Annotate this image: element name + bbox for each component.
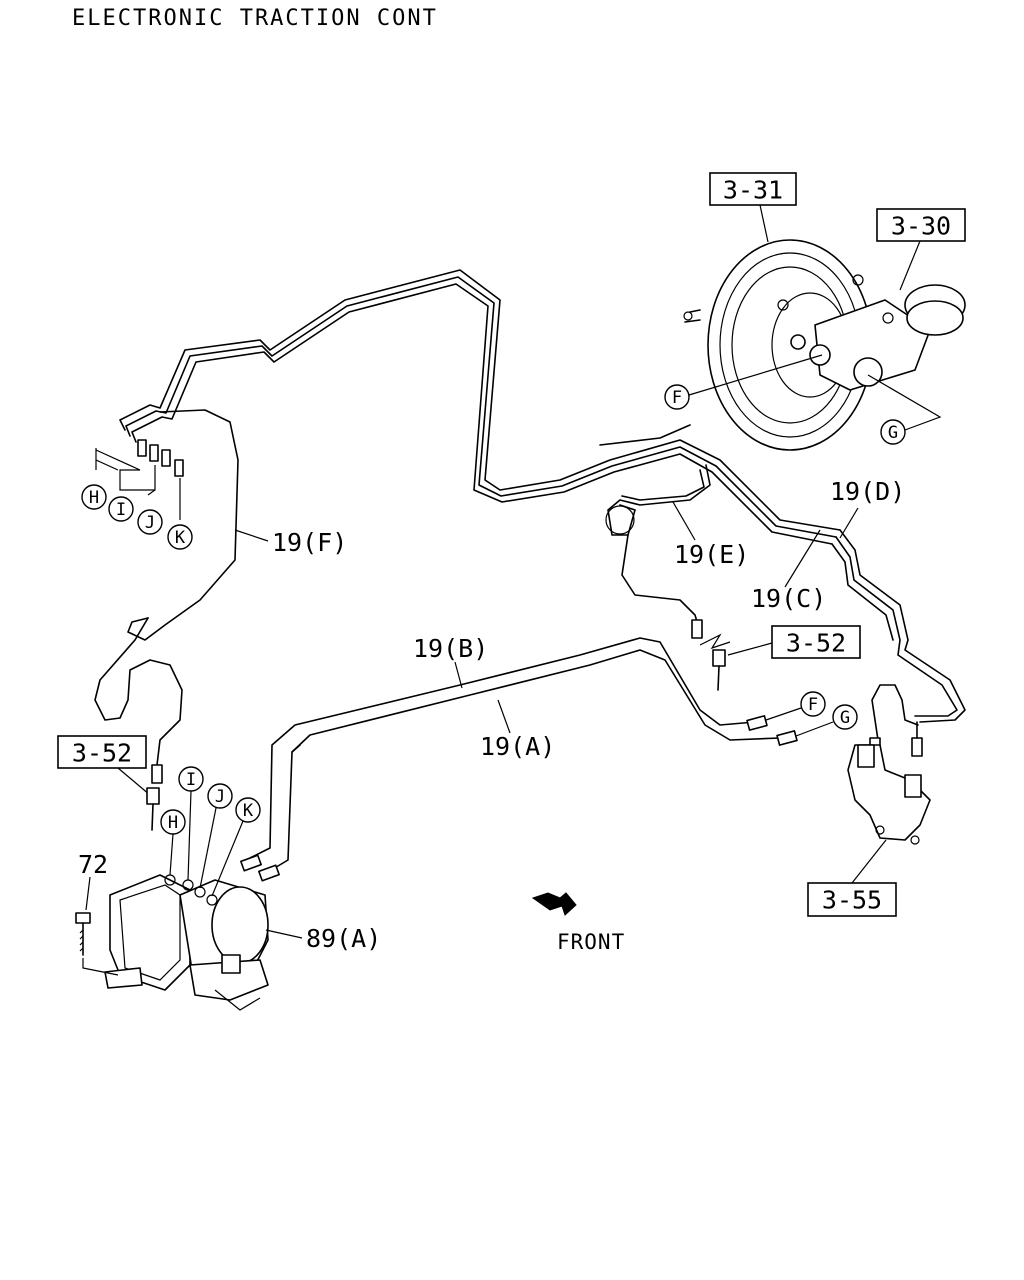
valve-left — [146, 787, 160, 831]
pipe-fittings-top-left — [95, 439, 184, 520]
pipe-19a-19b — [249, 637, 781, 873]
diagram-title: ELECTRONIC TRACTION CONT — [72, 6, 438, 31]
pipe-19f — [94, 409, 239, 784]
svg-text:J: J — [215, 787, 225, 807]
ref-box-valve-right[interactable]: 3-52 — [727, 625, 861, 659]
svg-text:K: K — [175, 528, 186, 548]
ref-box-booster[interactable]: 3-31 — [709, 172, 797, 243]
hydraulic-unit — [104, 854, 280, 1011]
leader-bolt — [85, 876, 91, 911]
pipe-bundle-upper — [119, 269, 841, 545]
front-arrow-icon — [531, 892, 577, 916]
marker-k-unit: K — [211, 797, 261, 897]
leader-pipe-19d — [839, 507, 859, 539]
marker-j-top: J — [137, 509, 163, 535]
ref-box-master-cylinder[interactable]: 3-30 — [876, 208, 966, 291]
marker-g-top: G — [867, 374, 942, 445]
svg-text:3-52: 3-52 — [786, 629, 846, 658]
marker-f-right: F — [765, 691, 826, 721]
marker-i-top: I — [108, 496, 134, 522]
label-pipe-19d: 19(D) — [830, 477, 905, 506]
ref-box-bracket[interactable]: 3-55 — [807, 839, 897, 917]
leader-pipe-19e — [672, 501, 696, 541]
master-cylinder — [790, 284, 966, 391]
label-pipe-19a: 19(A) — [480, 732, 555, 761]
label-pipe-19f: 19(F) — [272, 528, 347, 557]
svg-text:H: H — [168, 813, 178, 833]
svg-text:3-52: 3-52 — [72, 739, 132, 768]
svg-text:G: G — [888, 423, 898, 443]
marker-k-top: K — [167, 524, 193, 550]
svg-text:F: F — [808, 695, 818, 715]
svg-text:G: G — [840, 708, 850, 728]
bolt — [75, 912, 119, 976]
label-pipe-19e: 19(E) — [674, 540, 749, 569]
svg-text:J: J — [145, 513, 155, 533]
label-pipe-19b: 19(B) — [413, 634, 488, 663]
pipe-19c-19d — [831, 529, 966, 723]
marker-f-top: F — [664, 354, 823, 410]
marker-g-right: G — [795, 704, 858, 737]
label-pipe-19c: 19(C) — [751, 584, 826, 613]
ref-box-valve-left[interactable]: 3-52 — [57, 735, 151, 796]
svg-text:I: I — [186, 770, 196, 790]
pipe-19e — [605, 464, 711, 639]
svg-text:K: K — [243, 801, 254, 821]
front-label: FRONT — [557, 930, 625, 954]
marker-h-unit: H — [160, 809, 186, 876]
svg-text:F: F — [672, 388, 682, 408]
marker-i-unit: I — [178, 766, 204, 881]
marker-j-unit: J — [199, 783, 233, 889]
leader-hcu — [265, 929, 303, 939]
svg-text:H: H — [89, 488, 99, 508]
svg-text:3-30: 3-30 — [891, 212, 951, 241]
leader-pipe-19c — [784, 529, 821, 588]
svg-text:3-31: 3-31 — [723, 176, 783, 205]
valve-right — [699, 633, 731, 691]
label-hcu: 89(A) — [306, 924, 381, 953]
svg-text:3-55: 3-55 — [822, 886, 882, 915]
label-bolt: 72 — [78, 850, 108, 879]
fittings-fg-right — [746, 715, 798, 746]
leader-pipe-19b — [454, 661, 463, 689]
leader-pipe-19f — [234, 529, 269, 542]
bracket — [847, 744, 931, 845]
leader-pipe-19a — [497, 699, 511, 734]
marker-h-top: H — [81, 484, 107, 510]
svg-text:I: I — [116, 500, 126, 520]
